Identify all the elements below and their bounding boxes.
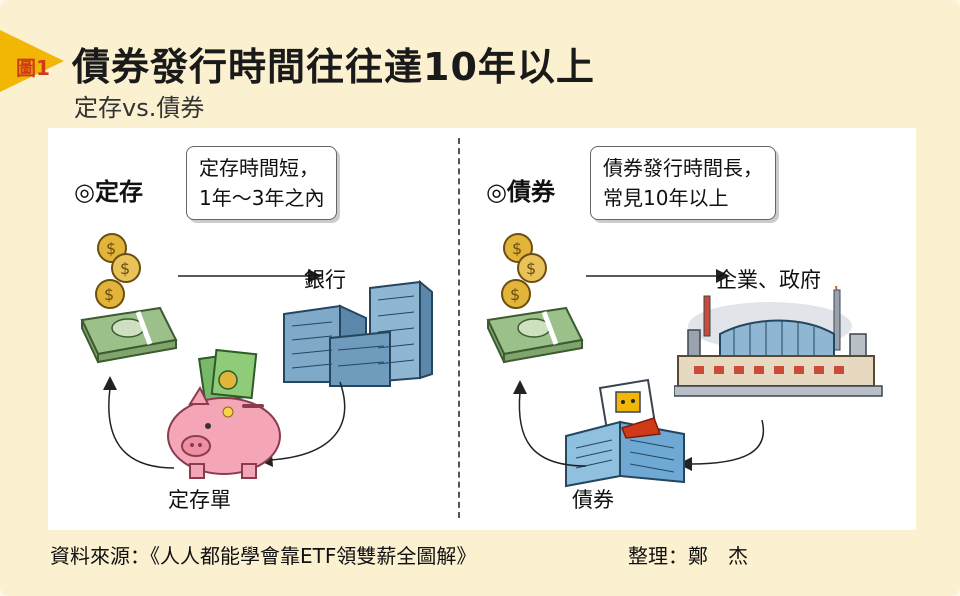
page-title: 債券發行時間往往達10年以上 xyxy=(72,45,595,89)
deposit-callout: 定存時間短， 1年～3年之內 xyxy=(186,146,338,220)
deposit-callout-line-2: 1年～3年之內 xyxy=(199,186,325,210)
svg-text:$: $ xyxy=(512,239,522,258)
issuer-label: 企業、政府 xyxy=(716,268,821,292)
editor-credit: 整理：鄭 杰 xyxy=(628,544,748,568)
piggy-bank-icon xyxy=(167,348,281,479)
factory-icon xyxy=(674,286,883,397)
return-arrow-up-icon xyxy=(103,376,175,469)
return-arrow-up-icon-2 xyxy=(513,380,587,467)
arrow-to-bank-icon xyxy=(178,269,322,283)
figure-label: 圖1 xyxy=(16,56,50,80)
svg-text:$: $ xyxy=(106,239,116,258)
center-divider xyxy=(458,138,460,518)
deposit-certificate-label: 定存單 xyxy=(168,488,231,512)
bond-callout: 債券發行時間長， 常見10年以上 xyxy=(590,146,776,220)
deposit-callout-line-1: 定存時間短， xyxy=(199,156,319,180)
source-credit: 資料來源：《人人都能學會靠ETF領雙薪全圖解》 xyxy=(50,544,477,568)
bond-callout-line-2: 常見10年以上 xyxy=(603,186,729,210)
figure-tag-arrow-icon xyxy=(0,30,64,92)
arrow-to-issuer-icon xyxy=(586,269,730,283)
bank-buildings-icon xyxy=(283,279,433,387)
page-subtitle: 定存vs.債券 xyxy=(74,94,205,122)
bank-label: 銀行 xyxy=(304,268,346,292)
bond-heading: ◎債券 xyxy=(486,178,555,206)
svg-text:$: $ xyxy=(526,259,536,278)
money-stack-coins-icon-2: $ $ $ xyxy=(486,233,584,364)
bond-document-icon xyxy=(565,378,685,488)
svg-text:$: $ xyxy=(104,285,114,304)
diagram-panel: ◎定存 定存時間短， 1年～3年之內 $ $ $ 銀行 xyxy=(48,128,916,530)
deposit-heading: ◎定存 xyxy=(74,178,143,206)
svg-text:$: $ xyxy=(510,285,520,304)
bond-callout-line-1: 債券發行時間長， xyxy=(603,156,763,180)
svg-text:$: $ xyxy=(120,259,130,278)
bond-label: 債券 xyxy=(572,488,614,512)
money-stack-coins-icon: $ $ $ xyxy=(80,233,178,364)
